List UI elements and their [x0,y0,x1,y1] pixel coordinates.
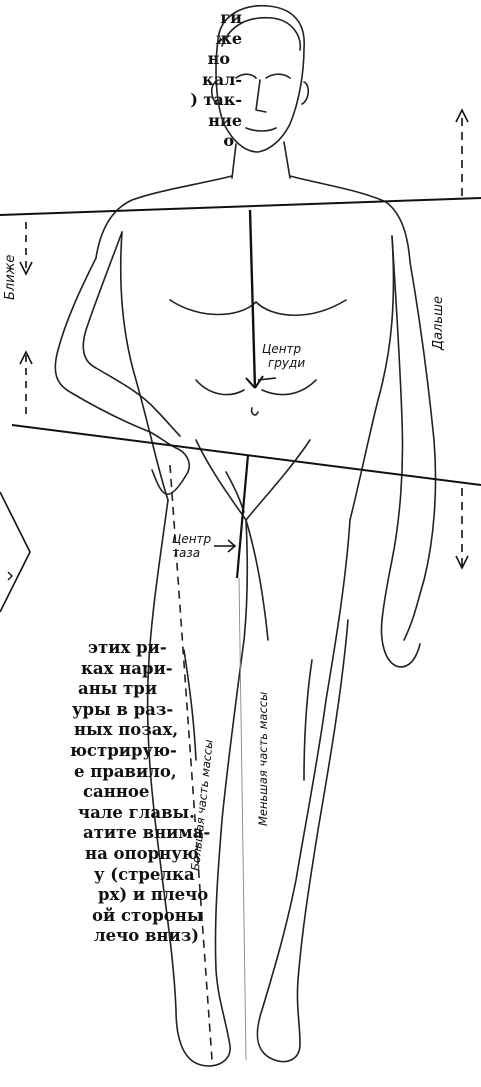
farther-label-text: Дальше [431,296,446,350]
inset-mark [8,572,12,580]
text-line: атите внима- [38,823,243,844]
closer-arrow-group [20,222,32,420]
pelvis-center-line [237,455,248,578]
pelvis-center-label-line2: таза [172,546,211,560]
text-line: аны три [38,679,243,700]
inset-fragment [0,492,30,612]
chest-center-label-line2: груди [262,356,305,370]
text-line: лечо вниз) [38,926,243,947]
chest-center-label: Центр груди [262,342,305,370]
pelvis-center-label: Центр таза [172,532,211,560]
text-line: ой стороны [38,906,243,927]
text-line: ных позах, [38,720,243,741]
bottom-paragraph-fragment: этих ри- ках нари- аны три уры в раз- ны… [38,638,243,947]
text-line: е правило, [38,762,243,783]
text-line: ках нари- [38,659,243,680]
chest-center-label-line1: Центр [262,342,305,356]
right-arm-drawing [382,236,436,667]
text-line: рх) и плечо [38,885,243,906]
lesser-mass-label-text: Меньшая часть массы [256,692,270,826]
shoulder-line [0,198,481,215]
closer-label-text: Ближе [3,255,18,300]
text-line: чале главы. [38,803,243,824]
left-arm-drawing [55,232,189,494]
farther-label: Дальше [432,296,446,350]
chest-center-line [250,210,255,388]
text-line: на опорную [38,844,243,865]
text-line: уры в раз- [38,700,243,721]
pelvis-center-label-line1: Центр [172,532,211,546]
text-line: санное [38,782,243,803]
text-line: юстрирую- [38,741,243,762]
pelvis-center-arrow [214,540,235,552]
lesser-mass-label: Меньшая часть массы [256,692,270,826]
text-line: этих ри- [38,638,243,659]
text-line: у (стрелка [38,865,243,886]
head-drawing [212,6,309,178]
farther-arrow-group [456,110,468,568]
closer-label: Ближе [4,250,18,300]
